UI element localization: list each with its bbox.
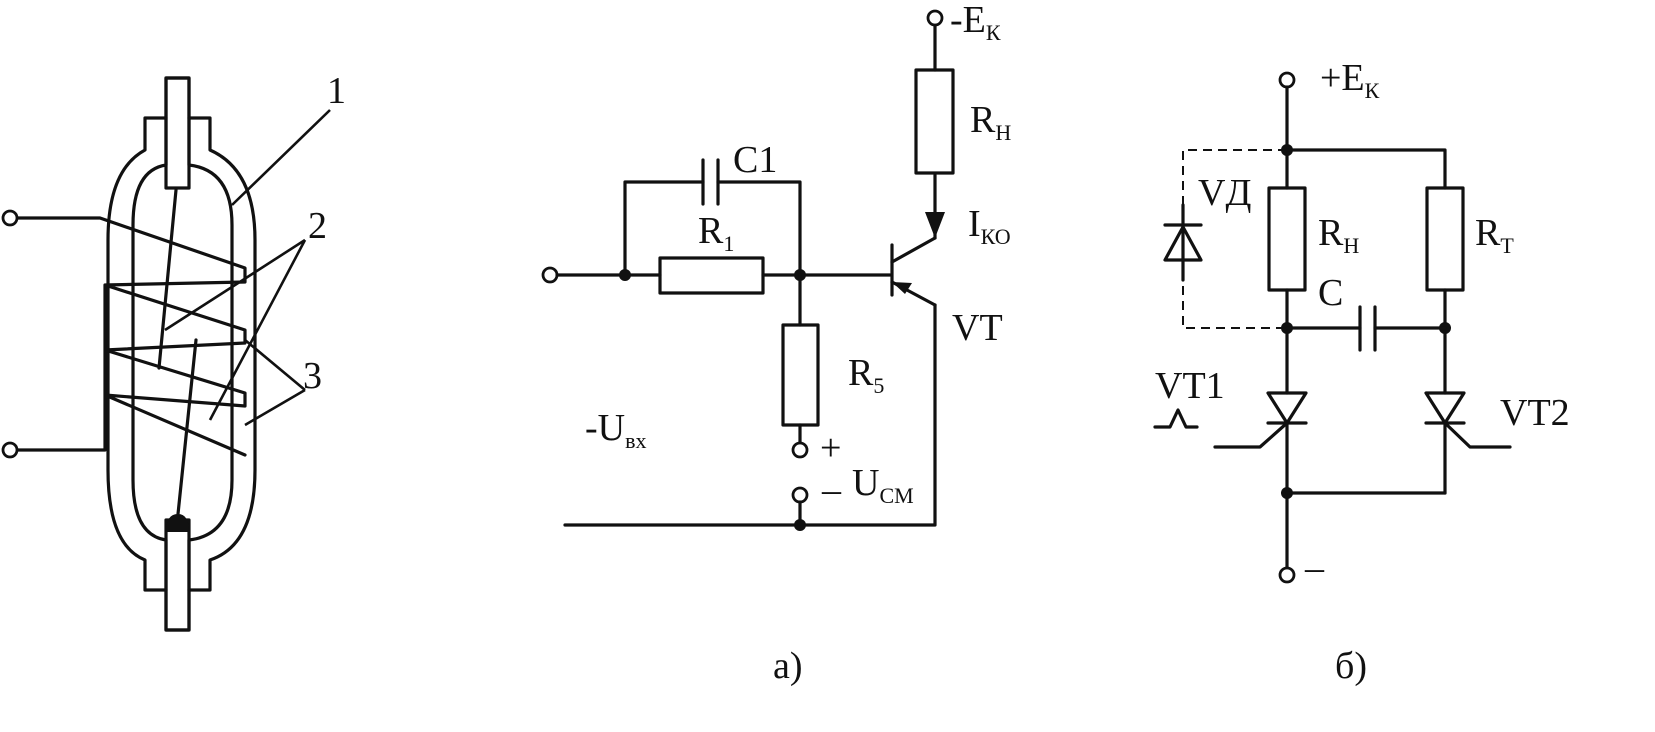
- circuit-b: +EК VД RН RТ C VT1 VT2 – б): [1153, 57, 1570, 687]
- callout-line-3a: [244, 339, 306, 391]
- reed-coil: [8, 216, 247, 457]
- current-arrow-ico: [925, 212, 945, 238]
- resistor-rt: [1425, 186, 1465, 292]
- resistor-rh-a: [914, 68, 955, 175]
- resistor-rh-b: [1267, 186, 1307, 292]
- trigger-pulse-vt1: [1153, 408, 1199, 429]
- label-uin: -Uвх: [585, 407, 647, 453]
- diode-vd-body: [1163, 225, 1203, 262]
- label-rh-a: RН: [970, 99, 1011, 145]
- label-vt1: VT1: [1155, 365, 1225, 407]
- resistor-r5: [781, 323, 820, 427]
- diode-dashed-box: [1182, 149, 1287, 329]
- reed-envelope-inner: [131, 116, 234, 592]
- label-ico: IКО: [968, 203, 1011, 249]
- label-supply-b: +EК: [1320, 57, 1380, 103]
- callout-3: 3: [303, 355, 322, 397]
- reed-electrode-top: [164, 76, 191, 190]
- reed-contact-blob: [166, 514, 189, 532]
- ucm-minus-terminal: [791, 486, 809, 504]
- callout-line-3b: [244, 388, 306, 427]
- label-rt: RТ: [1475, 212, 1514, 258]
- label-r1: R1: [698, 210, 734, 256]
- label-minus-b: –: [1304, 547, 1325, 589]
- thyristor-vt1-gate: [1213, 421, 1289, 449]
- callout-line-1: [231, 109, 331, 206]
- callout-line-2b: [208, 239, 307, 421]
- label-r5: R5: [848, 352, 884, 398]
- reed-terminal-bottom: [1, 441, 19, 459]
- minus-terminal-b: [1278, 566, 1296, 584]
- transistor-vt-collector: [890, 236, 937, 264]
- label-supply-a: -EК: [950, 0, 1001, 45]
- label-rh-b: RН: [1318, 212, 1359, 258]
- callout-line-2a: [164, 238, 306, 332]
- supply-terminal-a: [926, 9, 944, 27]
- reed-blade-lower: [176, 338, 198, 516]
- caption-a: а): [773, 645, 803, 687]
- label-plus-a: +: [820, 427, 841, 469]
- label-vt2: VT2: [1500, 392, 1570, 434]
- input-terminal: [541, 266, 559, 284]
- label-minus-a: –: [821, 469, 842, 511]
- thyristor-vt1-body: [1266, 391, 1308, 425]
- circuit-a: -EК C1 R1 RН IКО VT R5 -Uвх + – UСМ а): [541, 0, 1011, 687]
- supply-terminal-b: [1278, 71, 1296, 89]
- reed-switch: 1 2 3: [1, 70, 346, 632]
- label-ucm: UСМ: [852, 462, 914, 508]
- label-c: C: [1318, 272, 1343, 314]
- label-c1: C1: [733, 139, 777, 181]
- resistor-r1: [658, 256, 765, 295]
- label-vd: VД: [1198, 172, 1251, 214]
- ucm-plus-terminal: [791, 441, 809, 459]
- callout-1: 1: [327, 70, 346, 112]
- caption-b: б): [1335, 645, 1367, 687]
- thyristor-vt2-gate: [1443, 421, 1512, 449]
- thyristor-vt2-body: [1424, 391, 1466, 425]
- reed-terminal-top: [1, 209, 19, 227]
- reed-electrode-bottom: [164, 518, 191, 632]
- reed-blade-upper: [157, 188, 178, 370]
- label-vt: VT: [952, 307, 1003, 349]
- callout-2: 2: [308, 205, 327, 247]
